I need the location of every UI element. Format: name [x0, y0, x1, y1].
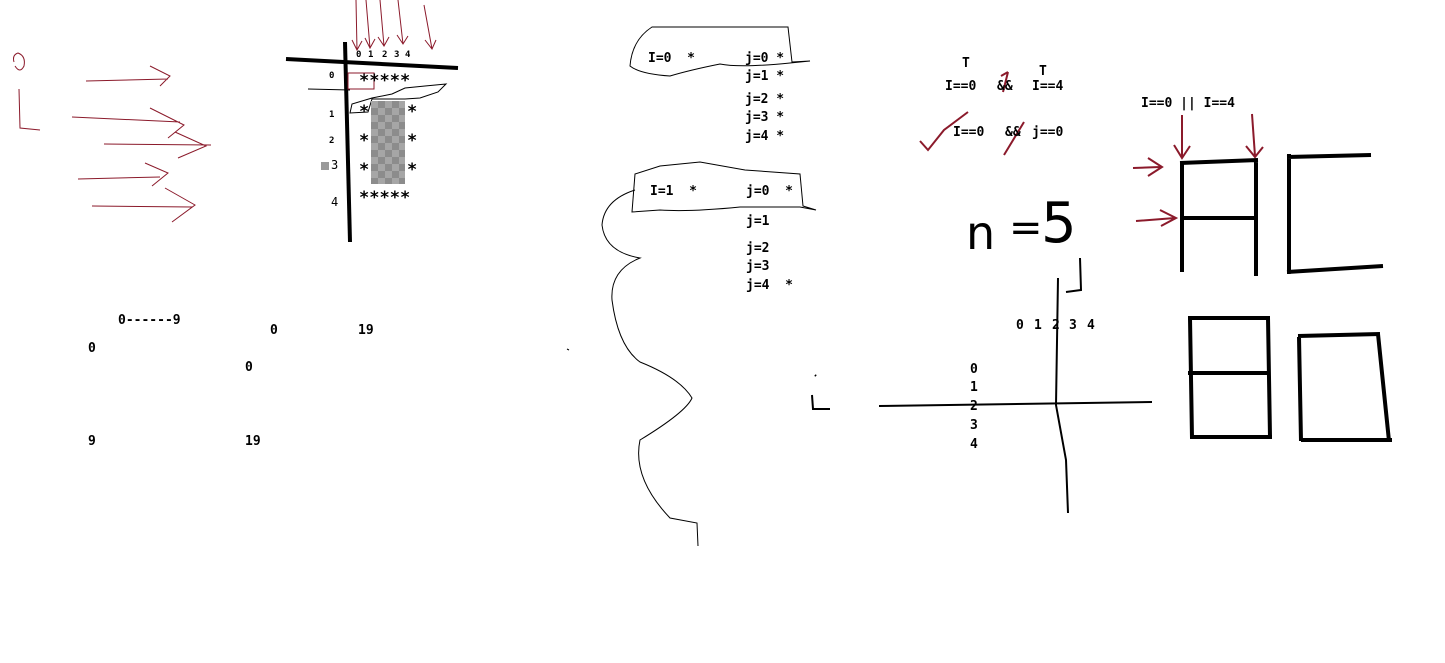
grid-col-index-1: 1 [368, 50, 374, 60]
condition-or: I==0 || I==4 [1141, 96, 1235, 111]
trace-block-1-outline [629, 26, 811, 77]
range-left-zero: 0 [88, 341, 96, 356]
n-col-index-4: 4 [1087, 318, 1095, 333]
n-col-index-1: 1 [1034, 318, 1042, 333]
range-left-nine: 9 [88, 434, 96, 449]
grid-col-index-2: 2 [382, 50, 388, 60]
trace-2-i-label: I=1 * [650, 184, 697, 199]
n-row-index-3: 3 [970, 418, 978, 433]
range-bottom-nineteen: 19 [245, 434, 261, 449]
grid-col-index-4: 4 [405, 50, 411, 60]
n-col-index-3: 3 [1069, 318, 1077, 333]
grid-row-index-4: 4 [331, 195, 339, 209]
n-equals: = [1009, 205, 1043, 251]
trace-1-j-line-4: j=4 * [745, 129, 785, 144]
grid-row-index-2: 2 [329, 136, 335, 146]
n-row-index-2: 2 [970, 399, 978, 414]
grid-row-2-left-star: * [359, 131, 370, 151]
trace-1-j-line-1: j=1 * [745, 69, 785, 84]
trace-2-j-line-3: j=3 [746, 259, 770, 274]
trace-1-j-line-3: j=3 * [745, 110, 785, 125]
trace-block-2-outline [601, 161, 817, 547]
n-row-index-4: 4 [970, 437, 978, 452]
n-col-index-0: 0 [1016, 318, 1024, 333]
grid-cutout-outline [349, 83, 448, 114]
n-row-index-0: 0 [970, 362, 978, 377]
left-arrow-sketch [13, 52, 212, 223]
grid-col-index-3: 3 [394, 50, 400, 60]
range-zero-to-nine: 0------9 [118, 313, 181, 328]
condition-true-1: T [962, 56, 970, 71]
grid-row-3-left-star: * [359, 160, 370, 180]
trace-2-j-line-1: j=1 [746, 214, 770, 229]
condition-and-2: && [1005, 125, 1021, 140]
n-row-index-1: 1 [970, 380, 978, 395]
trace-2-j-line-2: j=2 [746, 241, 770, 256]
grid-row-index-1: 1 [329, 110, 335, 120]
trace-1-i-label: I=0 * [648, 51, 695, 66]
trace-1-j-line-2: j=2 * [745, 92, 785, 107]
condition-i-eq-0: I==0 [945, 79, 977, 94]
grid-top-arrows [347, 0, 437, 90]
condition-i-eq-4: I==4 [1032, 79, 1064, 94]
n-value-five: 5 [1041, 191, 1077, 256]
n-col-index-2: 2 [1052, 318, 1060, 333]
grid-hollow-fill [371, 101, 405, 184]
grid-row-marker [321, 162, 329, 170]
condition-marks [919, 71, 1264, 227]
condition-j-eq-0: j==0 [1032, 125, 1064, 140]
grid-row-3-right-star: * [407, 160, 418, 180]
n-section-axes [566, 257, 1153, 514]
grid-col-index-0: 0 [356, 50, 362, 60]
range-top-nineteen: 19 [358, 323, 374, 338]
grid-row-index-3: 3 [331, 158, 339, 172]
grid-row-2-right-star: * [407, 131, 418, 151]
grid-axes [285, 41, 459, 243]
letter-grids [1179, 153, 1392, 442]
n-label: n [966, 206, 996, 260]
grid-row-top-stars: ***** [359, 71, 411, 91]
grid-row-1-right-star: * [407, 102, 418, 122]
condition-i-eq-0-b: I==0 [953, 125, 985, 140]
range-top-zero: 0 [270, 323, 278, 338]
grid-row-1-left-star: * [359, 102, 370, 122]
trace-2-j-line-4: j=4 * [746, 278, 793, 293]
condition-true-2: T [1039, 64, 1047, 79]
condition-and-1: && [997, 79, 1013, 94]
range-mid-zero: 0 [245, 360, 253, 375]
trace-1-j-line-0: j=0 * [745, 51, 785, 66]
grid-row-bottom-stars: ***** [359, 188, 411, 208]
grid-row-index-0: 0 [329, 71, 335, 81]
trace-2-j-line-0: j=0 * [746, 184, 793, 199]
